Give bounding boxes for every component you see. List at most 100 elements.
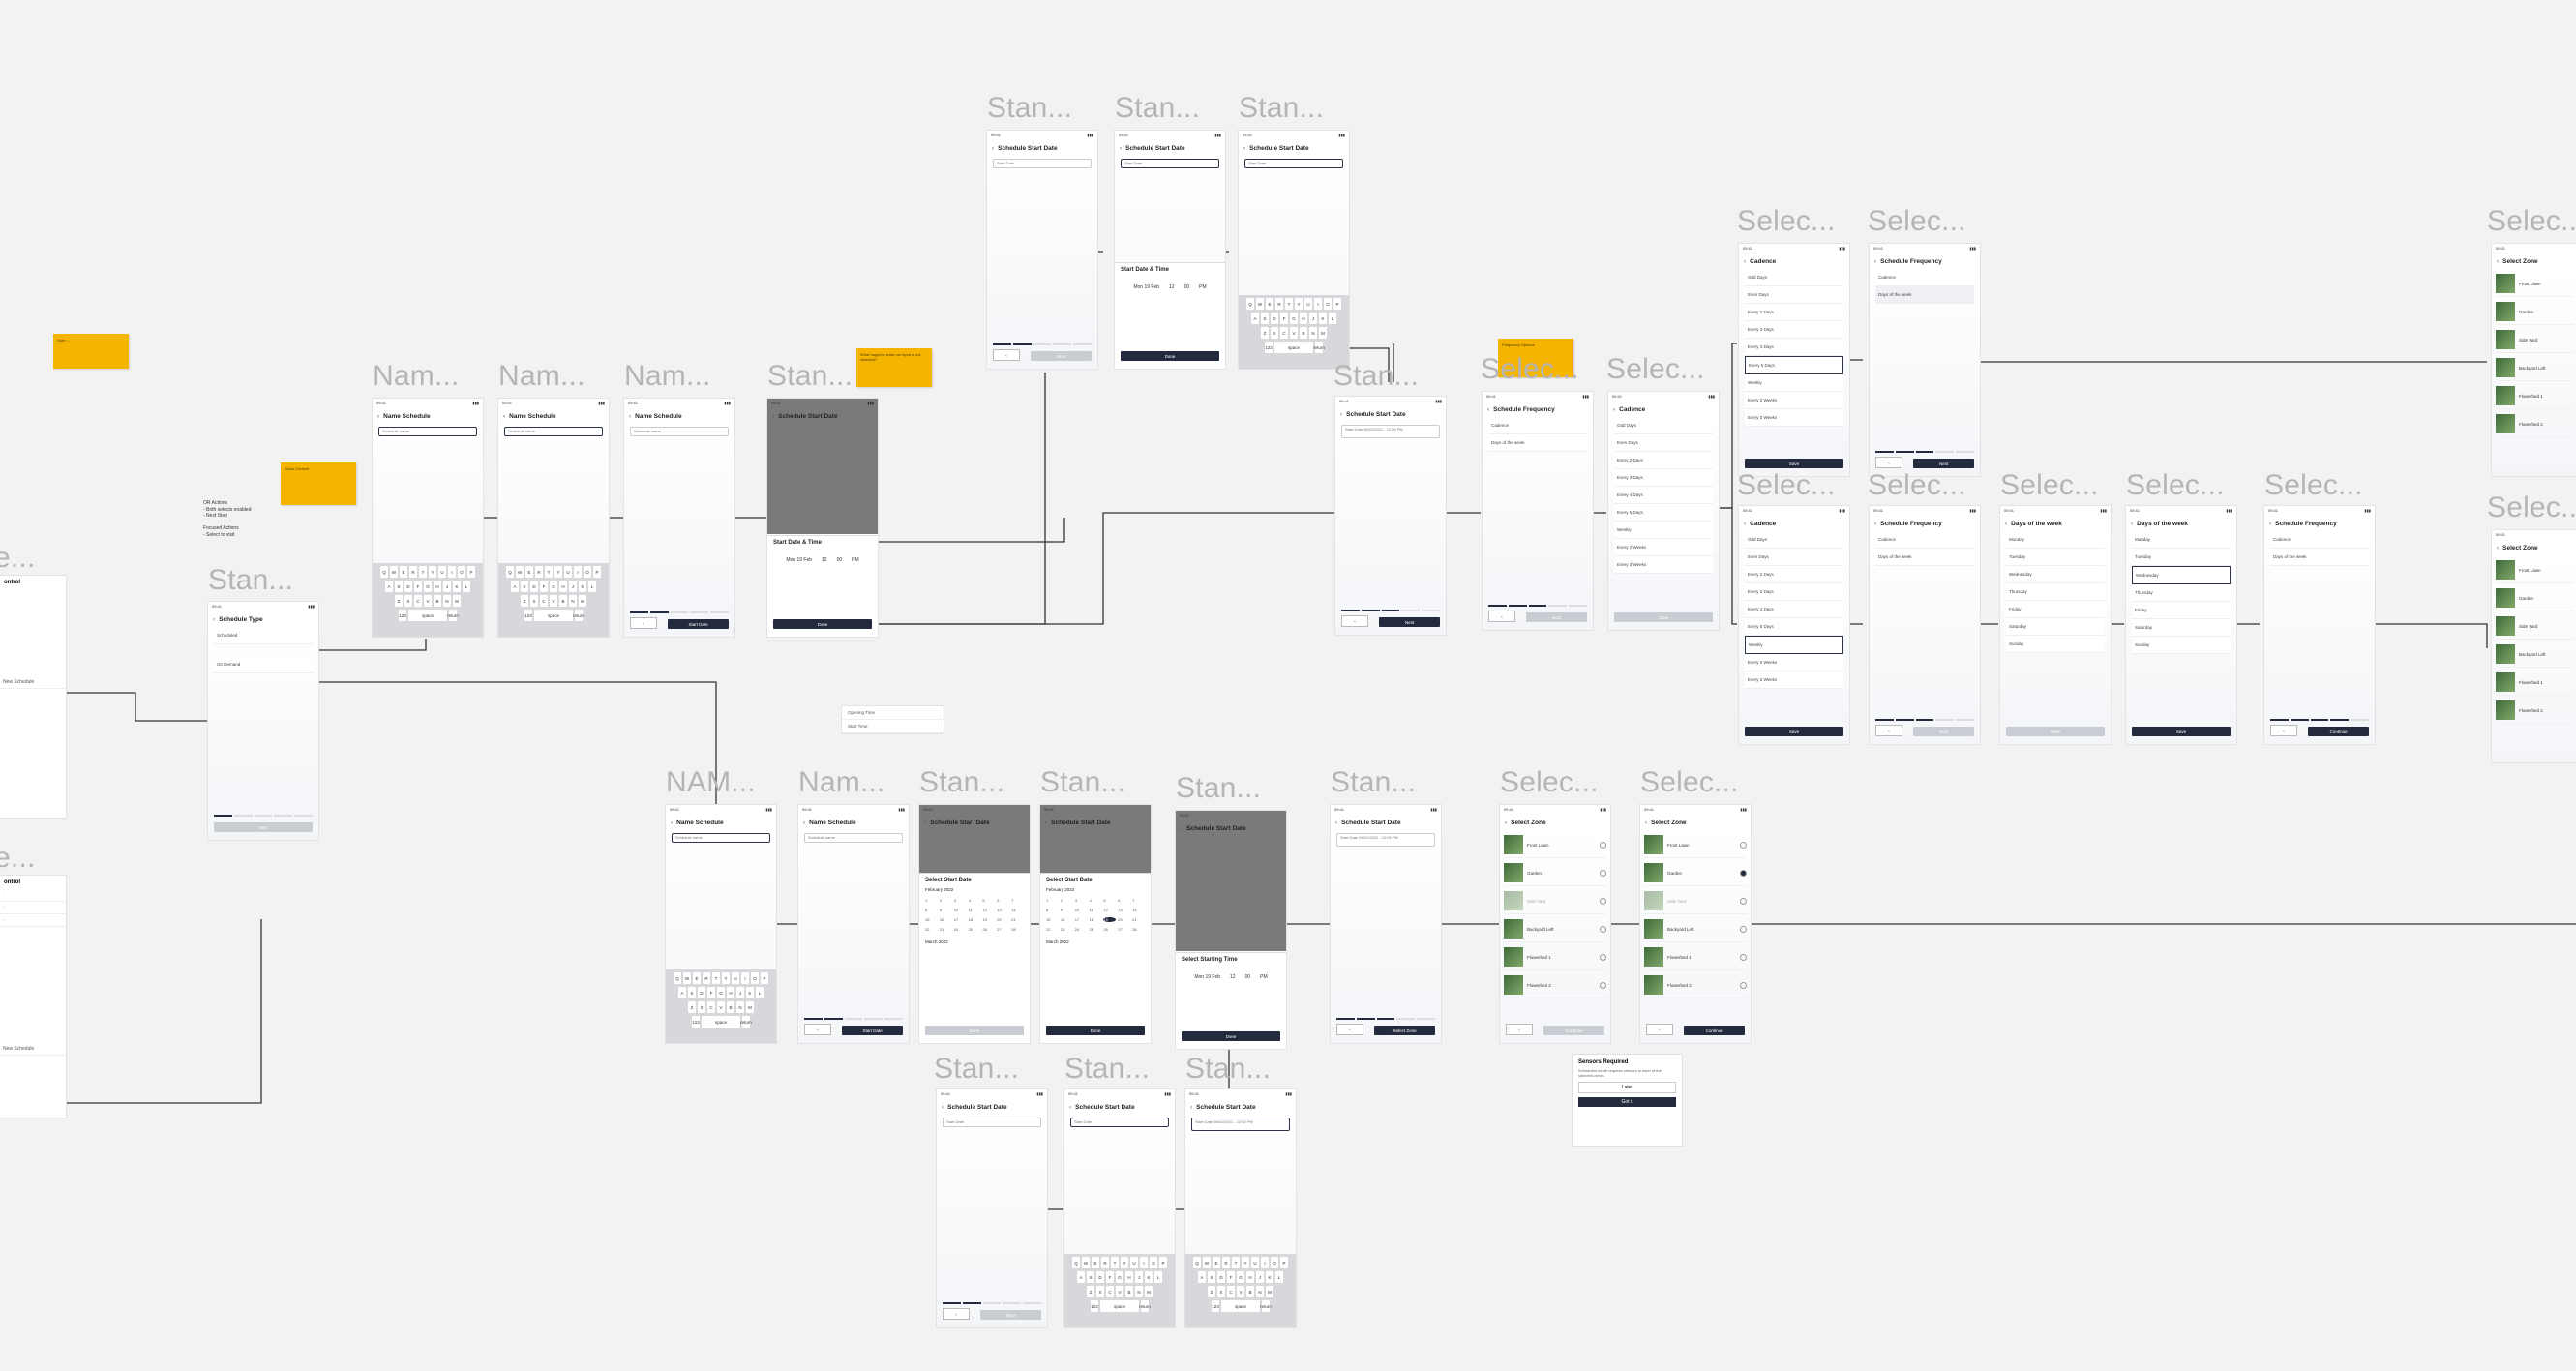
back-button[interactable]: ‹: [993, 349, 1020, 361]
on-demand-option[interactable]: On Demand: [214, 656, 313, 673]
cadence-row[interactable]: Even Days: [1614, 434, 1713, 452]
cadence-row[interactable]: Every 5 Days: [1745, 618, 1843, 636]
cadence-row[interactable]: Odd Days: [1745, 269, 1843, 286]
save-button[interactable]: Save: [1614, 612, 1713, 622]
start-date-button[interactable]: Start Date: [668, 619, 729, 629]
cadence-row-selected[interactable]: Every 5 Days: [1745, 356, 1843, 374]
schedule-name-input[interactable]: Schedule name: [630, 427, 729, 436]
cadence-option[interactable]: Cadence: [1488, 417, 1587, 434]
back-icon[interactable]: ‹: [377, 413, 380, 420]
schedule-name-input[interactable]: Schedule name: [672, 833, 770, 843]
back-button[interactable]: ‹: [630, 617, 657, 629]
cadence-row[interactable]: Every 2 Days: [1745, 304, 1843, 321]
back-button[interactable]: ‹: [1646, 1024, 1673, 1035]
sticky-note[interactable]: Show Content: [281, 462, 356, 505]
zone-row[interactable]: Flowerbed 1: [1644, 944, 1747, 970]
side-item[interactable]: ·: [0, 889, 66, 902]
cadence-option[interactable]: Cadence: [1875, 269, 1974, 286]
new-schedule-item[interactable]: New Schedule: [0, 1043, 66, 1056]
radio-selected-icon[interactable]: [1740, 869, 1747, 877]
cadence-row[interactable]: Every 3 Weeks: [1745, 409, 1843, 427]
cadence-row[interactable]: Every 4 Days: [1745, 601, 1843, 618]
zone-row[interactable]: Flowerbed 1: [1504, 944, 1606, 970]
save-button[interactable]: Save: [1745, 459, 1843, 468]
schedule-name-input[interactable]: Schedule name: [504, 427, 603, 436]
done-button[interactable]: Done: [1121, 351, 1219, 361]
continue-button[interactable]: Continue: [1543, 1026, 1604, 1035]
radio-icon[interactable]: [1740, 841, 1747, 849]
cadence-row[interactable]: Even Days: [1745, 549, 1843, 566]
cadence-row[interactable]: Every 2 Days: [1745, 566, 1843, 583]
back-icon[interactable]: ‹: [503, 413, 506, 420]
radio-icon[interactable]: [1600, 841, 1606, 849]
days-option[interactable]: Days of the week: [1875, 286, 1974, 304]
sticky-note[interactable]: What happens when an input is not select…: [856, 348, 932, 387]
save-button[interactable]: Save: [2006, 727, 2105, 736]
weekday-row-selected[interactable]: Wednesday: [2132, 566, 2231, 584]
weekday-row[interactable]: Monday: [2132, 531, 2231, 549]
cadence-row[interactable]: Weekly: [1614, 522, 1713, 539]
done-button[interactable]: Done: [1182, 1031, 1280, 1041]
cadence-row[interactable]: Every 4 Days: [1614, 487, 1713, 504]
radio-icon[interactable]: [1600, 869, 1606, 877]
days-option[interactable]: Days of the week: [1875, 549, 1974, 566]
start-date-input[interactable]: Start Date 06/01/2021 - 12:00 PM: [1191, 1118, 1290, 1131]
got-it-button[interactable]: Got it: [1578, 1097, 1676, 1107]
next-button[interactable]: Next: [214, 822, 313, 832]
cadence-row[interactable]: Every 3 Weeks: [1745, 671, 1843, 689]
start-date-input[interactable]: Start Date: [993, 159, 1092, 168]
cadence-row[interactable]: Every 2 Weeks: [1614, 539, 1713, 556]
cadence-row[interactable]: Every 5 Days: [1614, 504, 1713, 522]
back-button[interactable]: ‹: [1875, 457, 1902, 468]
zone-row[interactable]: Garden: [1504, 860, 1606, 886]
side-item[interactable]: ·: [0, 902, 66, 914]
back-button[interactable]: ‹: [804, 1024, 831, 1035]
cadence-row[interactable]: Odd Days: [1614, 417, 1713, 434]
cadence-row[interactable]: Every 2 Days: [1614, 452, 1713, 469]
cadence-row[interactable]: Every 3 Weeks: [1614, 556, 1713, 574]
later-button[interactable]: Later: [1578, 1082, 1676, 1093]
radio-icon[interactable]: [1600, 981, 1606, 989]
back-button[interactable]: ‹: [1875, 725, 1902, 736]
scheduled-option[interactable]: Scheduled: [214, 627, 313, 644]
schedule-name-input[interactable]: Schedule name: [804, 833, 903, 843]
weekday-row[interactable]: Thursday: [2006, 583, 2105, 601]
radio-icon[interactable]: [1740, 897, 1747, 905]
zone-row[interactable]: Front Lawn: [1504, 832, 1606, 858]
start-date-input[interactable]: Start Date 06/01/2021 - 12:00 PM: [1336, 833, 1435, 847]
schedule-name-input[interactable]: Schedule name: [378, 427, 477, 436]
back-button[interactable]: ‹: [1341, 615, 1368, 627]
zone-row[interactable]: Side Yard: [1504, 888, 1606, 914]
next-button[interactable]: Next: [1913, 727, 1974, 736]
zone-row[interactable]: Front Lawn: [1644, 832, 1747, 858]
radio-icon[interactable]: [1600, 897, 1606, 905]
zone-row[interactable]: Backyard Left: [1504, 916, 1606, 942]
opening-time-option[interactable]: Opening Time: [842, 706, 944, 720]
start-time-option[interactable]: Start Time: [842, 720, 944, 733]
continue-button[interactable]: Continue: [2308, 727, 2369, 736]
days-option[interactable]: Days of the week: [2270, 549, 2369, 566]
cadence-row[interactable]: Odd Days: [1745, 531, 1843, 549]
weekday-row[interactable]: Monday: [2006, 531, 2105, 549]
zone-row[interactable]: Flowerbed 2: [1644, 972, 1747, 998]
done-button[interactable]: Done: [925, 1026, 1024, 1035]
next-button[interactable]: Next: [980, 1310, 1041, 1320]
days-option[interactable]: Days of the week: [1488, 434, 1587, 452]
start-date-input[interactable]: Start Date: [1244, 159, 1343, 168]
zone-row[interactable]: Side Yard: [1644, 888, 1747, 914]
side-item[interactable]: ·: [0, 914, 66, 927]
cadence-option[interactable]: Cadence: [1875, 531, 1974, 549]
new-schedule-item[interactable]: New Schedule: [0, 676, 66, 689]
weekday-row[interactable]: Saturday: [2006, 618, 2105, 636]
radio-icon[interactable]: [1600, 925, 1606, 933]
start-date-input[interactable]: Start Date: [1070, 1118, 1169, 1127]
time-options-list[interactable]: Opening Time Start Time: [842, 706, 944, 733]
weekday-row[interactable]: Sunday: [2006, 636, 2105, 653]
